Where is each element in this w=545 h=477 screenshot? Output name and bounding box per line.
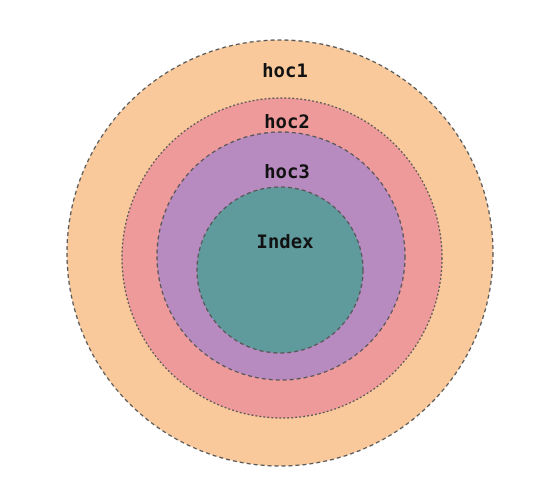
ring-hoc3-label: hoc3: [264, 161, 310, 183]
ring-hoc1-label: hoc1: [262, 60, 308, 82]
ring-index-circle: [196, 186, 364, 354]
ring-index: Index: [196, 186, 364, 354]
ring-hoc2-label: hoc2: [264, 111, 310, 133]
ring-index-label: Index: [256, 231, 313, 253]
